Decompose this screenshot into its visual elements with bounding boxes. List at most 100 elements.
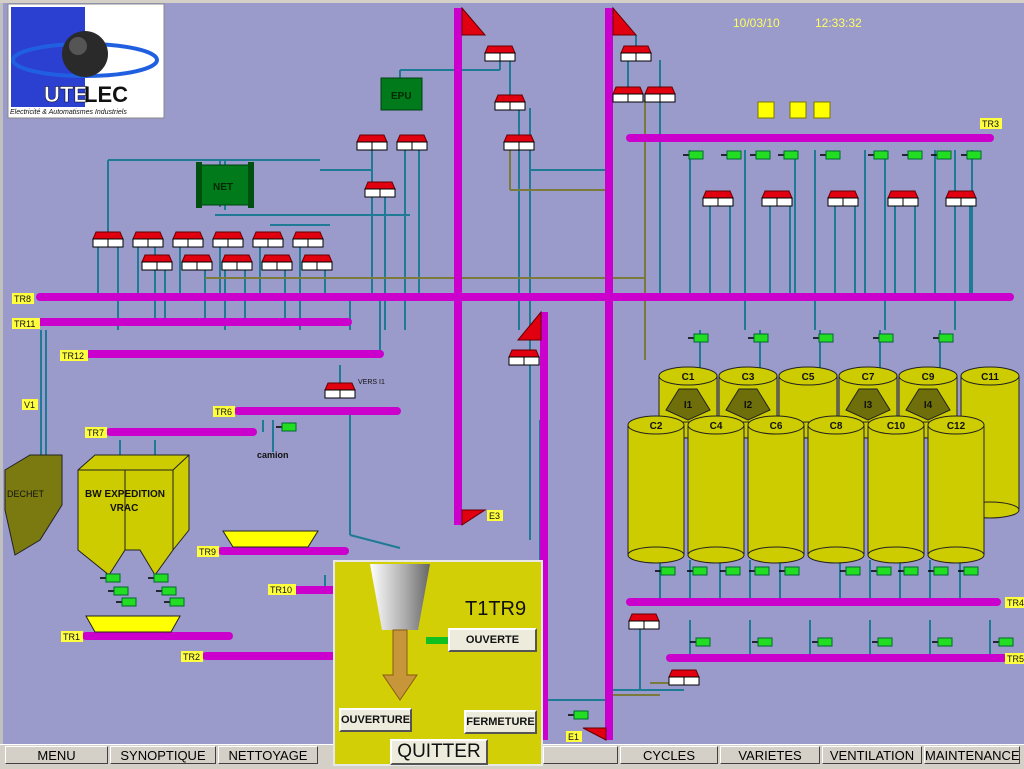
diverter-e3[interactable] [461, 509, 487, 526]
actuator[interactable] [156, 586, 177, 596]
valve[interactable] [484, 45, 516, 62]
valve[interactable] [261, 254, 293, 271]
menu-button[interactable]: MENU [5, 746, 108, 764]
valve[interactable] [356, 134, 388, 151]
silo-body[interactable] [747, 424, 805, 556]
actuator[interactable] [100, 573, 121, 583]
actuator[interactable] [993, 637, 1014, 647]
valve[interactable] [292, 231, 324, 248]
actuator[interactable] [873, 333, 894, 343]
actuator[interactable] [749, 566, 770, 576]
actuator[interactable] [148, 573, 169, 583]
actuator[interactable] [932, 637, 953, 647]
ouverture-button[interactable]: OUVERTURE [339, 708, 412, 732]
actuator[interactable] [164, 597, 185, 607]
ventilation-button[interactable]: VENTILATION [822, 746, 922, 764]
diverter-e-mid[interactable] [516, 310, 542, 341]
actuator[interactable] [778, 150, 799, 160]
actuator[interactable] [931, 150, 952, 160]
ouverte-status-button[interactable]: OUVERTE [448, 628, 537, 652]
actuator[interactable] [276, 422, 297, 432]
valve[interactable] [887, 190, 919, 207]
valve[interactable] [761, 190, 793, 207]
valve[interactable] [612, 86, 644, 103]
actuator[interactable] [568, 710, 589, 720]
silo-body[interactable] [627, 424, 685, 556]
actuator[interactable] [683, 150, 704, 160]
actuator[interactable] [871, 566, 892, 576]
actuator-cylinder-icon [845, 566, 861, 576]
synoptique-button[interactable]: SYNOPTIQUE [110, 746, 216, 764]
valve[interactable] [620, 45, 652, 62]
actuator[interactable] [750, 150, 771, 160]
valve[interactable] [494, 94, 526, 111]
actuator[interactable] [958, 566, 979, 576]
intermediate-hopper[interactable] [905, 388, 951, 421]
maintenance-button[interactable]: MAINTENANCE [924, 746, 1020, 764]
valve[interactable] [181, 254, 213, 271]
actuator[interactable] [961, 150, 982, 160]
valve[interactable] [503, 134, 535, 151]
actuator[interactable] [820, 150, 841, 160]
valve[interactable] [212, 231, 244, 248]
silo-body[interactable] [867, 424, 925, 556]
actuator[interactable] [116, 597, 137, 607]
actuator[interactable] [655, 566, 676, 576]
valve[interactable] [252, 231, 284, 248]
actuator[interactable] [108, 586, 129, 596]
dechet-bin[interactable] [4, 454, 63, 556]
valve[interactable] [396, 134, 428, 151]
diverter-top-1[interactable] [461, 6, 487, 36]
actuator[interactable] [902, 150, 923, 160]
valve[interactable] [132, 231, 164, 248]
valve[interactable] [644, 86, 676, 103]
varietes-button[interactable]: VARIETES [720, 746, 820, 764]
fermeture-button[interactable]: FERMETURE [464, 710, 537, 734]
valve[interactable] [301, 254, 333, 271]
silo-body[interactable] [927, 424, 985, 556]
actuator[interactable] [928, 566, 949, 576]
valve[interactable] [221, 254, 253, 271]
epu-unit[interactable] [380, 77, 423, 111]
valve[interactable] [364, 181, 396, 198]
valve[interactable] [628, 613, 660, 630]
cycles-button[interactable]: CYCLES [620, 746, 718, 764]
valve[interactable] [141, 254, 173, 271]
actuator[interactable] [898, 566, 919, 576]
actuator[interactable] [933, 333, 954, 343]
silo-body[interactable] [687, 424, 745, 556]
valve[interactable] [92, 231, 124, 248]
actuator[interactable] [840, 566, 861, 576]
valve[interactable] [702, 190, 734, 207]
actuator[interactable] [748, 333, 769, 343]
actuator[interactable] [752, 637, 773, 647]
actuator[interactable] [868, 150, 889, 160]
valve-cell [945, 197, 962, 207]
blank-menu-button[interactable] [543, 746, 618, 764]
diverter-e1[interactable] [582, 727, 607, 741]
actuator[interactable] [813, 333, 834, 343]
silo-body[interactable] [807, 424, 865, 556]
actuator[interactable] [721, 150, 742, 160]
nettoyage-button[interactable]: NETTOYAGE [218, 746, 318, 764]
net-unit[interactable] [199, 164, 251, 206]
valve[interactable] [827, 190, 859, 207]
intermediate-hopper[interactable] [845, 388, 891, 421]
actuator[interactable] [690, 637, 711, 647]
actuator[interactable] [779, 566, 800, 576]
actuator[interactable] [812, 637, 833, 647]
valve[interactable] [945, 190, 977, 207]
label-bg [197, 546, 219, 557]
quitter-button[interactable]: QUITTER [390, 739, 488, 765]
intermediate-hopper[interactable] [725, 388, 771, 421]
diverter-top-2[interactable] [612, 6, 638, 36]
actuator[interactable] [688, 333, 709, 343]
valve[interactable] [508, 349, 540, 366]
actuator[interactable] [720, 566, 741, 576]
actuator[interactable] [872, 637, 893, 647]
intermediate-hopper[interactable] [665, 388, 711, 421]
valve[interactable] [172, 231, 204, 248]
actuator[interactable] [687, 566, 708, 576]
valve[interactable] [668, 669, 700, 686]
valve[interactable] [324, 382, 356, 399]
